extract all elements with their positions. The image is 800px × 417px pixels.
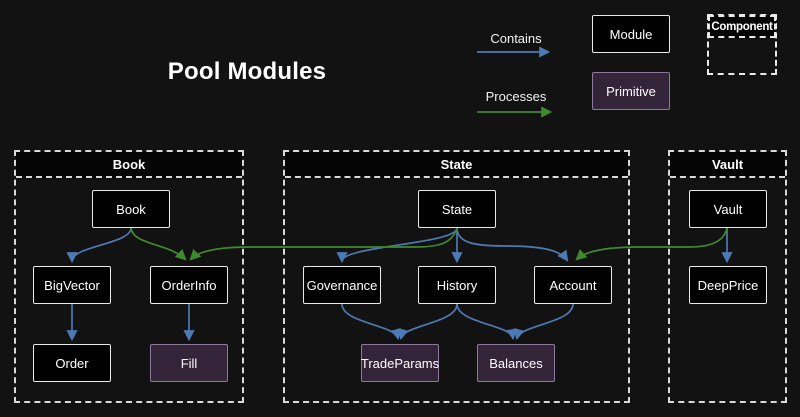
diagram-title: Pool Modules [167, 58, 327, 85]
edge-state-governance [336, 227, 458, 264]
node-governance: Governance [303, 266, 381, 304]
node-state: State [418, 190, 496, 228]
container-vault-title: Vault [670, 152, 785, 178]
container-book: Book [14, 150, 244, 403]
container-book-title: Book [16, 152, 242, 178]
legend-contains-label: Contains [490, 31, 542, 46]
edge-state-account [456, 227, 569, 262]
edge-vault-account [575, 227, 728, 261]
edge-book-orderinfo [130, 227, 187, 261]
edge-book-bigvector [66, 227, 132, 264]
contains-edges [66, 227, 733, 342]
legend-component-label: Component [708, 15, 776, 38]
node-history: History [418, 266, 496, 304]
node-tradeparams: TradeParams [361, 344, 439, 382]
node-vault: Vault [689, 190, 767, 228]
node-account: Account [534, 266, 612, 304]
edge-history-tradeparams [397, 303, 458, 341]
edge-history-balances [456, 303, 518, 341]
edge-account-balances [513, 303, 574, 341]
legend-processes-label: Processes [485, 89, 547, 104]
node-deepprice: DeepPrice [689, 266, 767, 304]
container-state: State [283, 150, 630, 403]
node-order: Order [33, 344, 111, 382]
legend-primitive-box: Primitive [592, 72, 670, 110]
legend-component-box: Component [707, 14, 777, 75]
container-vault: Vault [668, 150, 787, 403]
node-bigvector: BigVector [33, 266, 111, 304]
container-state-title: State [285, 152, 628, 178]
node-balances: Balances [477, 344, 555, 382]
node-orderinfo: OrderInfo [150, 266, 228, 304]
processes-edges [130, 227, 728, 261]
edge-state-orderinfo [189, 227, 458, 261]
node-fill: Fill [150, 344, 228, 382]
node-book: Book [92, 190, 170, 228]
edge-governance-tradeparams [341, 303, 402, 341]
legend-module-box: Module [592, 15, 670, 53]
